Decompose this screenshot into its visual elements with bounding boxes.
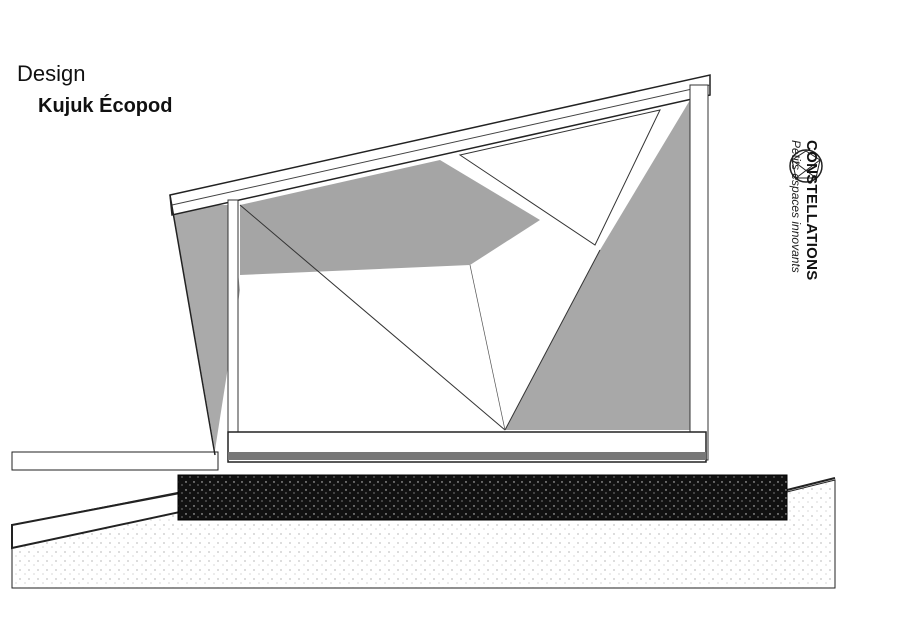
- brand-tagline: Petits espaces innovants: [789, 140, 803, 273]
- pod-structure: [169, 74, 711, 463]
- section-label: Design: [17, 61, 86, 86]
- brand-name: CONSTELLATIONS: [803, 140, 820, 281]
- deck-board: [11, 451, 219, 471]
- page-title: Kujuk Écopod: [38, 95, 173, 117]
- foundation-block: [177, 474, 788, 521]
- constellations-logo-icon: [789, 149, 823, 183]
